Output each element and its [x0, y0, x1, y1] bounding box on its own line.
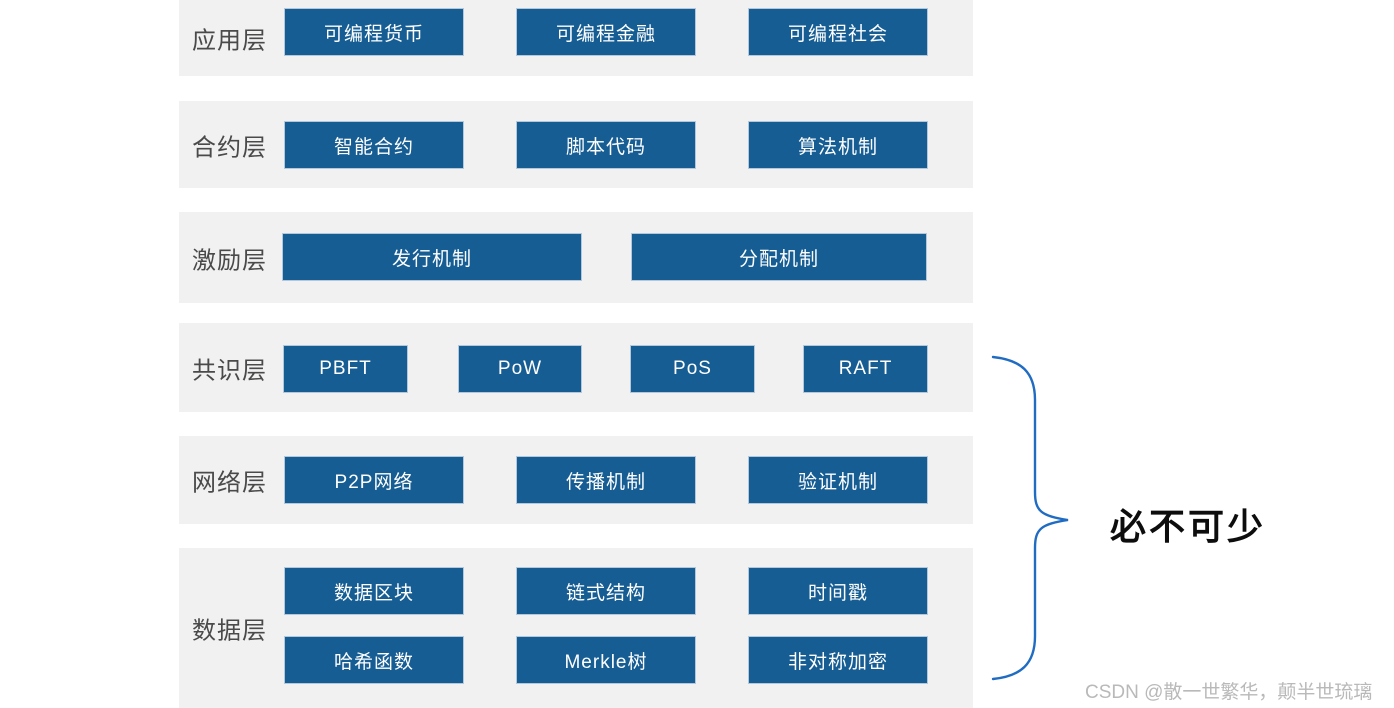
layer-row-contract: 合约层 智能合约 脚本代码 算法机制	[179, 101, 973, 188]
layer-label-data: 数据层	[192, 617, 267, 645]
node-hash-function: 哈希函数	[284, 636, 464, 684]
brace-annotation-label: 必不可少	[1110, 506, 1267, 547]
layer-row-data: 数据层 数据区块 链式结构 时间戳 哈希函数 Merkle树 非对称加密	[179, 548, 973, 708]
layer-row-network: 网络层 P2P网络 传播机制 验证机制	[179, 436, 973, 524]
layer-row-application: 应用层 可编程货币 可编程金融 可编程社会	[179, 0, 973, 76]
node-p2p-network: P2P网络	[284, 456, 464, 504]
node-chain-structure: 链式结构	[516, 567, 696, 615]
node-algorithm-mechanism: 算法机制	[748, 121, 928, 169]
layer-label-contract: 合约层	[192, 134, 267, 161]
node-issuance-mechanism: 发行机制	[282, 233, 582, 281]
node-script-code: 脚本代码	[516, 121, 696, 169]
node-smart-contract: 智能合约	[284, 121, 464, 169]
node-propagation-mechanism: 传播机制	[516, 456, 696, 504]
node-pbft: PBFT	[283, 345, 408, 393]
node-distribution-mechanism: 分配机制	[631, 233, 927, 281]
curly-brace-icon	[991, 355, 1069, 681]
watermark-text: CSDN @散一世繁华，颠半世琉璃	[1085, 682, 1373, 703]
node-pos: PoS	[630, 345, 755, 393]
node-programmable-currency: 可编程货币	[284, 8, 464, 56]
node-timestamp: 时间戳	[748, 567, 928, 615]
layer-row-consensus: 共识层 PBFT PoW PoS RAFT	[179, 323, 973, 412]
layer-label-network: 网络层	[192, 469, 267, 497]
node-programmable-society: 可编程社会	[748, 8, 928, 56]
node-data-block: 数据区块	[284, 567, 464, 615]
node-pow: PoW	[458, 345, 582, 393]
node-verification-mechanism: 验证机制	[748, 456, 928, 504]
layer-label-incentive: 激励层	[192, 247, 267, 274]
layer-row-incentive: 激励层 发行机制 分配机制	[179, 212, 973, 303]
node-merkle-tree: Merkle树	[516, 636, 696, 684]
layer-label-consensus: 共识层	[192, 357, 267, 384]
node-programmable-finance: 可编程金融	[516, 8, 696, 56]
node-raft: RAFT	[803, 345, 928, 393]
node-asymmetric-encryption: 非对称加密	[748, 636, 928, 684]
layer-label-application: 应用层	[192, 27, 267, 55]
